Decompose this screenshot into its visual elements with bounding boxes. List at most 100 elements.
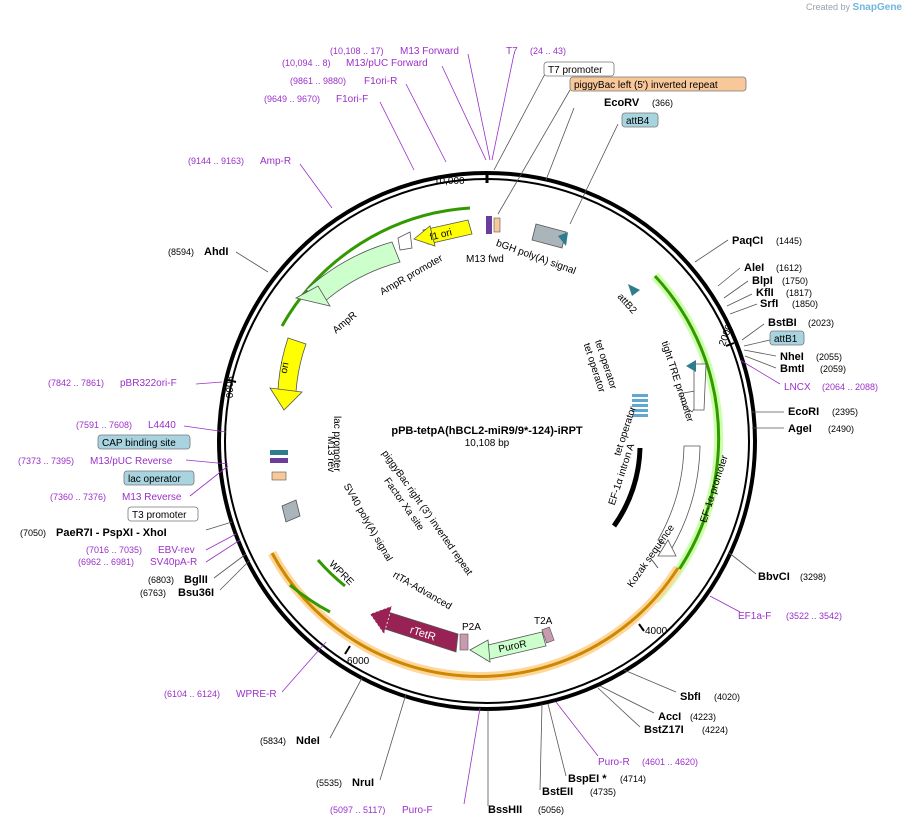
t3-promoter-label: T3 promoter	[132, 510, 187, 521]
enzyme-alei-pos: (1612)	[776, 263, 802, 273]
attb1-box	[769, 330, 805, 346]
primer-puro-f: Puro-F	[402, 805, 433, 816]
attb2-label: attB2	[615, 292, 639, 317]
attb1-mark	[686, 360, 696, 372]
enzyme-acci-pos: (4223)	[690, 712, 716, 722]
bgh-poly-a-box	[531, 223, 567, 249]
primer-ef1a-f: EF1a-F	[738, 611, 771, 622]
enzyme-ecorv: EcoRV	[604, 97, 640, 109]
backbone-green-arc	[280, 206, 471, 327]
primer-leader-lncx	[739, 359, 781, 385]
t2a-box	[541, 626, 555, 644]
enzyme-ahdi: AhdI	[204, 246, 228, 258]
leader-bstz17i	[597, 687, 641, 728]
primer-leader-ef1a-f	[709, 595, 741, 613]
leader-acci	[599, 685, 655, 714]
leader-irui	[379, 693, 407, 781]
primer-wpre-r-pos: (6104 .. 6124)	[164, 689, 220, 699]
enzyme-alei: AleI	[744, 262, 764, 274]
enzyme-kfli: KflI	[756, 287, 774, 299]
primer-f1ori-r: F1ori-R	[364, 76, 397, 87]
ori-label: ori	[279, 362, 292, 375]
wpre-green-arc	[316, 559, 346, 588]
primer-leader-puro-r	[555, 701, 599, 757]
tick-6000	[344, 645, 351, 655]
primer-wpre-r: WPRE-R	[236, 689, 277, 700]
t2a-label: T2A	[534, 616, 553, 627]
cap-site-label: CAP binding site	[102, 438, 176, 449]
leader-sbfi	[623, 669, 677, 693]
piggybac-left-label: piggyBac left (5') inverted repeat	[574, 80, 718, 91]
enzyme-agei: AgeI	[788, 423, 812, 435]
leader-alei	[717, 267, 741, 287]
enzyme-bstbi: BstBI	[768, 317, 797, 329]
primer-amp-r-pos: (9144 .. 9163)	[188, 156, 244, 166]
primer-m13-puc-forward: M13/pUC Forward	[346, 58, 428, 69]
ef1a-promoter-arrowhead	[657, 539, 677, 557]
piggybac-right-box	[281, 499, 301, 523]
p2a-box	[459, 633, 469, 651]
leader-nhei	[743, 349, 777, 357]
leader-piggybac-left	[497, 89, 571, 215]
t7-promoter-label: T7 promoter	[548, 65, 603, 76]
f1-ori-arrowhead	[413, 225, 436, 247]
primer-m13-puc-forward-pos: (10,094 .. 8)	[282, 58, 331, 68]
primer-leader-puro-f	[463, 707, 481, 805]
attb4-box	[621, 112, 659, 128]
plasmid-name: pPB-tetpA(hBCL2-miR9/9*-124)-iRPT	[391, 425, 583, 437]
leader-bglii	[213, 553, 247, 579]
enzyme-nhei: NheI	[780, 351, 804, 363]
enzyme-paqci-pos: (1445)	[776, 236, 802, 246]
primer-m13-forward: M13 Forward	[400, 46, 459, 57]
enzyme-ecorv-pos: (366)	[652, 98, 673, 108]
kozak-mark	[651, 559, 659, 569]
enzyme-bsu36i: Bsu36I	[178, 587, 214, 599]
primer-m13-forward-pos: (10,108 .. 17)	[330, 46, 384, 56]
primer-ef1a-f-pos: (3522 .. 3542)	[786, 611, 842, 621]
created-by-text: Created by	[805, 2, 851, 12]
enzyme-agei-pos: (2490)	[828, 424, 854, 434]
enzyme-bstbi-pos: (2023)	[808, 318, 834, 328]
enzyme-ecori: EcoRI	[788, 406, 819, 418]
rtta-label: rtTA-Advanced	[391, 570, 454, 613]
primer-m13-puc-reverse-pos: (7373 .. 7395)	[18, 456, 74, 466]
primer-leader-amp-r	[299, 163, 333, 209]
leader-attb1	[743, 339, 771, 347]
enzyme-nrui-pos: (5535)	[316, 778, 342, 788]
piggybac-right-label: piggyBac right (3') inverted repeat	[379, 449, 474, 578]
primer-puro-f-pos: (5097 .. 5117)	[330, 805, 385, 815]
tick-label-4000: 4000	[645, 626, 668, 637]
piggybac-left-box	[569, 76, 747, 92]
leader-bsu36i	[219, 559, 251, 591]
primer-leader-m13-reverse	[189, 465, 229, 497]
leader-ahdi	[235, 251, 269, 273]
primer-leader-m13-puc-reverse	[185, 459, 229, 465]
enzyme-bstz17i: BstZ17I	[644, 724, 684, 736]
tick-label-6000: 6000	[347, 656, 370, 667]
rtta-region-arc	[270, 552, 680, 678]
puror-arrowhead	[469, 639, 491, 663]
rtetr-arrowhead	[369, 605, 393, 635]
enzyme-blpi: BlpI	[752, 275, 773, 287]
enzyme-ahdi-pos: (8594)	[168, 247, 194, 257]
f1-ori-label: f1 ori	[429, 227, 453, 243]
primer-f1ori-f-pos: (9649 .. 9670)	[264, 94, 320, 104]
enzyme-bmti-pos: (2059)	[820, 364, 846, 374]
primer-m13-reverse-pos: (7360 .. 7376)	[50, 492, 106, 502]
leader-xhoi	[205, 521, 233, 531]
primer-l4440-pos: (7591 .. 7608)	[76, 420, 132, 430]
primer-ebv-rev-pos: (7016 .. 7035)	[86, 545, 142, 555]
p2a-label: P2A	[462, 622, 481, 633]
enzyme-acci: AccI	[658, 711, 681, 723]
enzyme-ndei: NdeI	[296, 735, 320, 747]
ef1a-promoter-arrow	[657, 445, 701, 549]
enzyme-bglii-pos: (6803)	[148, 575, 174, 585]
enzyme-nhei-pos: (2055)	[816, 352, 842, 362]
primer-amp-r: Amp-R	[260, 156, 291, 167]
tick-8000	[227, 379, 237, 383]
enzyme-bsu36i-pos: (6763)	[140, 588, 166, 598]
enzyme-bbvci-pos: (3298)	[800, 572, 826, 582]
plasmid-length: 10,108 bp	[465, 438, 510, 449]
t3-promoter-box	[127, 506, 199, 522]
